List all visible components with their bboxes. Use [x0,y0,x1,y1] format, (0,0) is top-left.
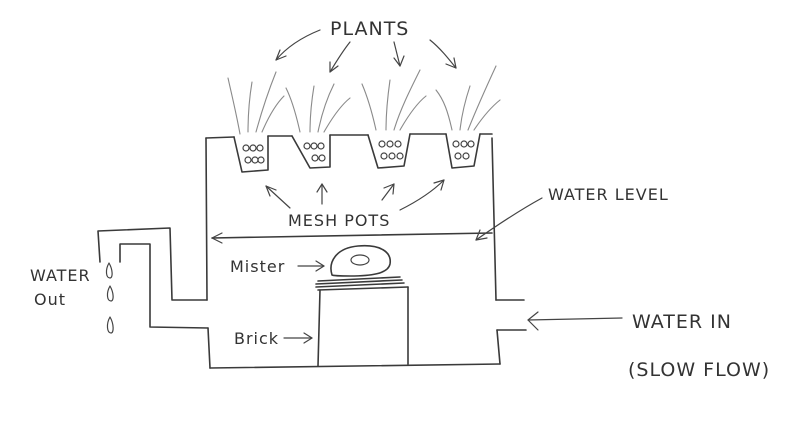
mesh-pot-4 [445,133,481,169]
water-in-label: WATER IN [632,311,732,333]
water-level-line [211,232,493,244]
plants-arrows [275,29,457,73]
mesh-pot-1 [233,135,269,173]
mesh-pots-label: MESH POTS [288,211,390,230]
plant-4 [435,65,501,131]
plants-label: PLANTS [330,18,409,40]
mister-label: Mister [230,257,285,276]
mesh-pot-3 [367,133,411,169]
water-in-arrow [527,311,623,331]
mesh-pots-arrows [265,179,445,211]
water-drops [105,262,114,334]
plant-2 [285,83,351,133]
water-out-label-line2: Out [34,290,66,309]
slow-flow-label: (SLOW FLOW) [628,359,770,381]
mesh-pot-2 [291,134,331,169]
water-out-label-line1: WATER [30,266,91,285]
water-level-label: WATER LEVEL [548,185,669,204]
outlet-pipe [97,227,209,329]
mister-arrow [297,260,325,272]
plant-1 [227,71,285,135]
inlet-pipe [495,299,527,331]
tank [205,133,501,369]
brick-arrow [283,332,313,344]
brick-label: Brick [234,329,279,348]
brick [317,286,409,367]
mister [315,244,405,288]
plant-3 [361,69,427,131]
water-level-arrow [475,197,543,241]
